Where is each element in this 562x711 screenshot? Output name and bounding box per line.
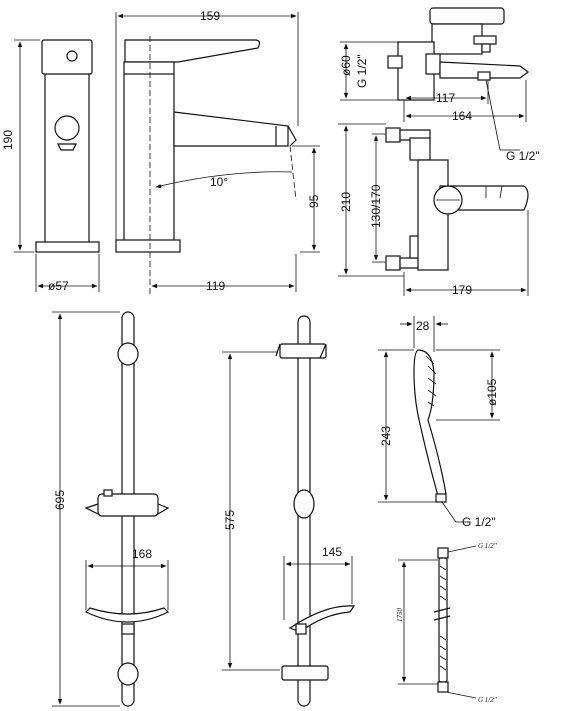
- short-shower-rail: 575 145: [222, 315, 356, 707]
- hose-top-label: G 1/2": [478, 542, 497, 550]
- hand-shower-head-label: ø105: [485, 378, 499, 406]
- bath-mixer-front-view: 210 130/170 179: [338, 123, 529, 297]
- bath-mixer-top-view: ø60 G 1/2" 117 164 G 1/2": [339, 7, 540, 163]
- hose-bottom-label: G 1/2": [478, 696, 497, 704]
- faucet-reach-label: 119: [206, 279, 225, 293]
- bath-mixer-diameter-label: ø60: [339, 55, 353, 76]
- faucet-height-label: 190: [1, 130, 15, 150]
- hand-shower-thread-label: G 1/2": [462, 515, 496, 529]
- hand-shower-length-label: 243: [379, 426, 393, 446]
- faucet-width-label: 159: [200, 9, 220, 23]
- bath-mixer-depth-a-label: 117: [436, 91, 455, 105]
- bath-mixer-depth-b-label: 164: [452, 109, 472, 123]
- short-rail-dish-label: 145: [322, 545, 342, 559]
- tall-rail-height-label: 695: [53, 490, 67, 510]
- faucet-front-view: 190 ø57: [1, 39, 100, 293]
- short-rail-height-label: 575: [223, 510, 237, 530]
- tall-rail-dish-label: 168: [132, 547, 152, 561]
- faucet-side-view: 159 10° 95 119: [115, 9, 321, 296]
- bath-mixer-height-label: 210: [339, 192, 353, 212]
- faucet-base-label: ø57: [48, 279, 69, 293]
- tall-shower-rail: 695 168: [52, 311, 170, 707]
- shower-hose: G 1/2" 1750 G 1/2": [396, 542, 497, 704]
- hose-length-label: 1750: [396, 608, 404, 623]
- bath-mixer-outlet-label: G 1/2": [506, 149, 540, 163]
- bath-mixer-thread-top-label: G 1/2": [355, 54, 369, 88]
- faucet-spout-height-label: 95: [307, 194, 321, 208]
- bath-mixer-width-label: 179: [452, 283, 472, 297]
- bath-mixer-centres-label: 130/170: [369, 184, 383, 228]
- hand-shower-width-label: 28: [416, 319, 430, 333]
- hand-shower: 28 ø105 243 G 1/2": [378, 316, 500, 529]
- faucet-angle-label: 10°: [210, 175, 228, 189]
